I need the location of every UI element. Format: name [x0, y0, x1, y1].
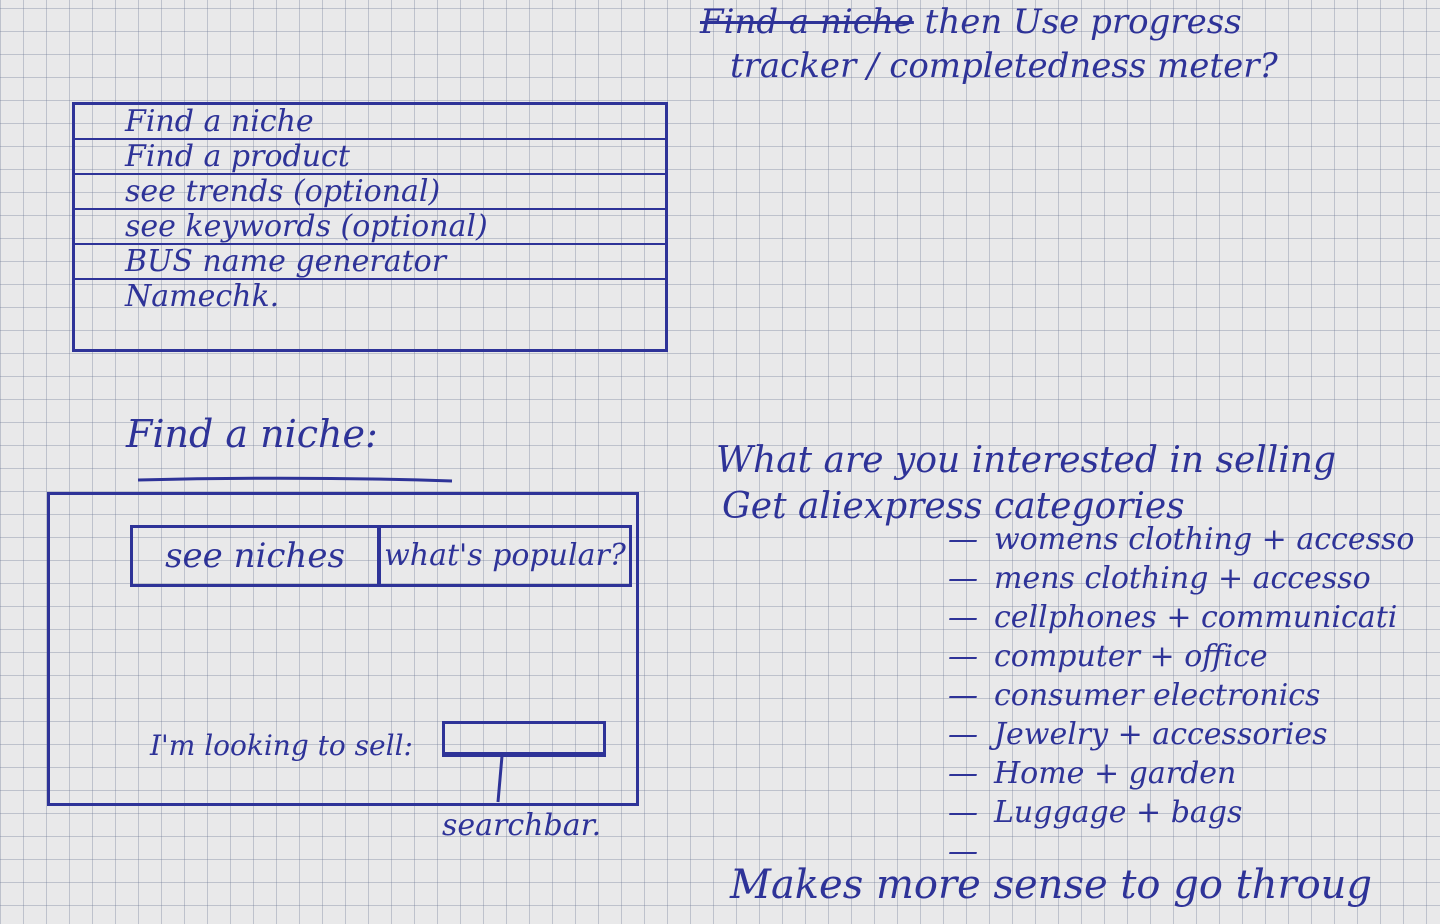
searchbar-pointer-line	[496, 755, 504, 803]
list-item: —	[948, 834, 978, 869]
step-see-keywords[interactable]: see keywords (optional)	[75, 210, 665, 245]
selling-question: What are you interested in selling	[716, 440, 1336, 481]
step-find-niche[interactable]: Find a niche	[75, 105, 665, 140]
sell-label: I'm looking to sell:	[150, 729, 413, 762]
find-niche-heading: Find a niche:	[126, 412, 378, 456]
note-line2-text: tracker / completedness meter?	[730, 46, 1278, 86]
step-see-trends[interactable]: see trends (optional)	[75, 175, 665, 210]
list-item: —mens clothing + accesso	[948, 561, 1371, 596]
list-item: —Home + garden	[948, 756, 1237, 791]
searchbar-annotation: searchbar.	[442, 808, 602, 843]
tab-whats-popular[interactable]: what's popular?	[378, 525, 632, 587]
list-item: —consumer electronics	[948, 678, 1321, 713]
niche-finder-panel: see niches what's popular? I'm looking t…	[47, 492, 639, 806]
top-underline	[738, 82, 1330, 86]
get-categories-text: Get aliexpress categories	[722, 486, 1185, 527]
struck-text: Find a niche	[700, 2, 914, 42]
step-bus-name-generator[interactable]: BUS name generator	[75, 245, 665, 280]
makes-sense-note: Makes more sense to go throug	[730, 862, 1373, 908]
list-item: —Luggage + bags	[948, 795, 1243, 830]
progress-tracker-note: Find a niche then Use progress tracker /…	[700, 0, 1278, 88]
question-text: What are you interested in selling	[716, 440, 1337, 481]
step-list-box: Find a niche Find a product see trends (…	[72, 102, 668, 352]
list-item: —computer + office	[948, 639, 1268, 674]
heading-underline	[137, 476, 453, 483]
list-item: —Jewelry + accessories	[948, 717, 1328, 752]
note-line1-text: then Use progress	[924, 2, 1242, 42]
tab-see-niches[interactable]: see niches	[130, 525, 380, 587]
list-item: —cellphones + communicati	[948, 600, 1398, 635]
step-find-product[interactable]: Find a product	[75, 140, 665, 175]
step-namechk[interactable]: Namechk.	[125, 279, 280, 314]
list-item: —womens clothing + accesso	[948, 522, 1415, 557]
heading-text: Find a niche:	[126, 412, 378, 456]
search-input[interactable]	[442, 721, 606, 757]
category-list: —womens clothing + accesso —mens clothin…	[948, 520, 1414, 871]
